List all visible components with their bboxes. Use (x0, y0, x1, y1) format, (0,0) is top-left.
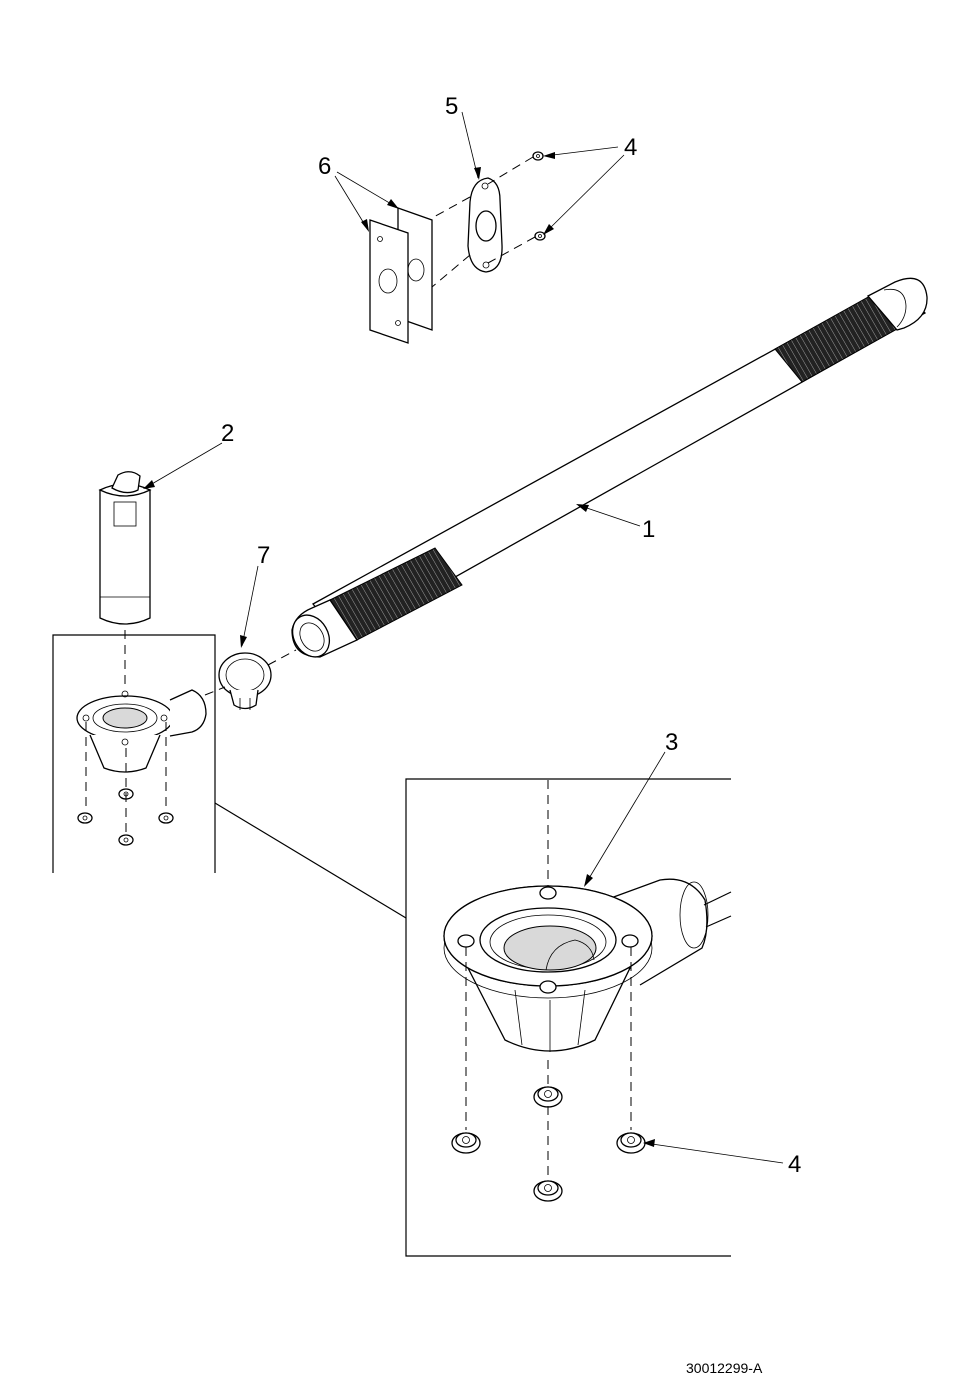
plug-part-2 (98, 471, 152, 625)
detail-connector (214, 802, 407, 919)
detail-box-large (405, 778, 732, 1257)
clamp-part-7 (218, 652, 272, 710)
callout-5: 5 (445, 93, 458, 120)
flange-nut (533, 1086, 563, 1108)
callout-6: 6 (318, 153, 331, 180)
callout-4-top: 4 (624, 134, 637, 161)
screws-top-part-4 (532, 151, 546, 241)
plate-part-5 (467, 177, 503, 273)
callout-3: 3 (665, 729, 678, 756)
callout-4-bottom: 4 (788, 1151, 801, 1178)
gasket-part-6 (369, 207, 433, 344)
document-number: 30012299-A (686, 1360, 763, 1376)
callout-2: 2 (221, 420, 234, 447)
small-nut (118, 834, 134, 846)
handle-part-1 (291, 277, 928, 658)
flange-nut (616, 1132, 646, 1154)
small-nut (158, 812, 174, 824)
callout-7: 7 (257, 542, 270, 569)
detail-box-small (52, 630, 216, 873)
callout-1: 1 (642, 516, 655, 543)
flange-nut (533, 1180, 563, 1202)
leader-lines (143, 111, 784, 1164)
small-nut (77, 812, 93, 824)
flange-nut (451, 1132, 481, 1154)
